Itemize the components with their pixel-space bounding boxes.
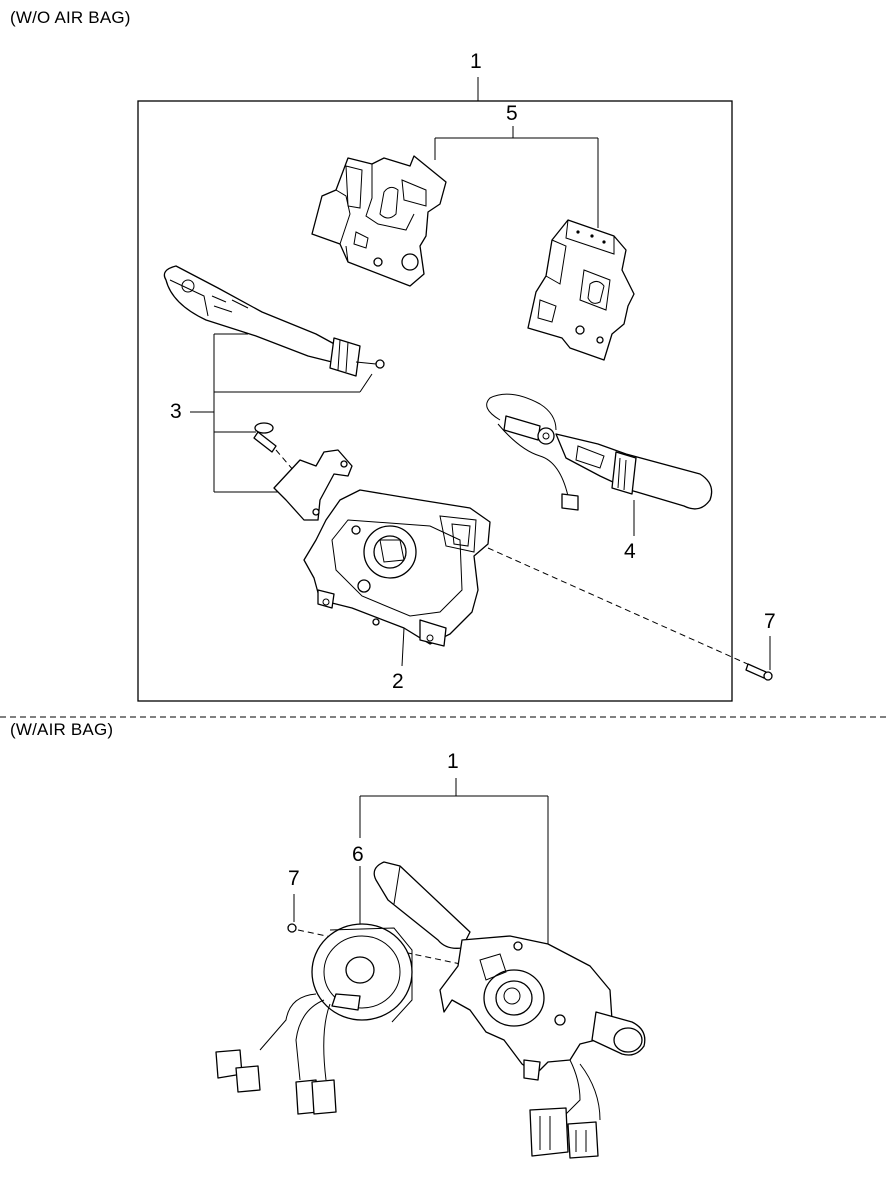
callout-assembly-bottom: 1	[447, 750, 459, 773]
lighting-switch-lever-icon	[163, 265, 385, 377]
combination-switch-assembly-icon	[373, 861, 646, 1159]
leader-part-3	[190, 333, 373, 493]
lighting-switch-bracket-icon	[273, 449, 353, 521]
callout-part-2: 2	[392, 670, 404, 693]
switch-module-icon	[311, 155, 447, 287]
clock-spring-icon	[215, 923, 413, 1115]
callout-part-5: 5	[506, 102, 518, 125]
callout-part-6: 6	[352, 843, 364, 866]
callout-part-4: 4	[624, 540, 636, 563]
switch-module-icon	[527, 219, 635, 361]
screw-icon	[487, 547, 773, 681]
wiper-switch-lever-icon	[486, 393, 713, 536]
leader-part-5	[434, 126, 599, 228]
callout-part-3: 3	[170, 400, 182, 423]
section-label-without-airbag: (W/O AIR BAG)	[10, 8, 131, 27]
assembly-frame	[137, 100, 733, 702]
leader-assembly-bottom	[359, 778, 549, 950]
screw-icon	[287, 894, 471, 967]
callout-part-7-top: 7	[764, 610, 776, 633]
callout-assembly-top: 1	[470, 50, 482, 73]
switch-body-icon	[303, 489, 491, 667]
section-label-with-airbag: (W/AIR BAG)	[10, 720, 114, 739]
callout-part-7-bottom: 7	[288, 867, 300, 890]
